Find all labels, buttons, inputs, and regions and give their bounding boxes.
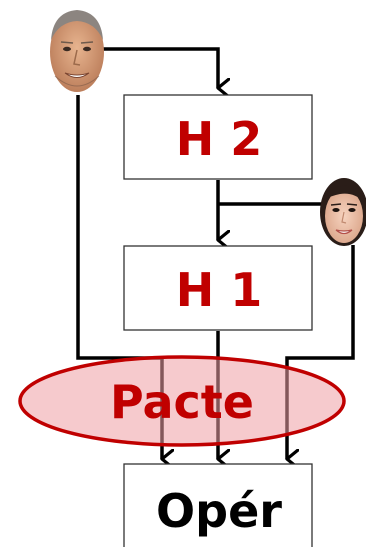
man-face-icon — [50, 10, 104, 92]
box-h1: H 1 — [123, 245, 313, 331]
box-oper-label: Opér — [156, 484, 282, 538]
box-h2: H 2 — [123, 94, 313, 180]
box-h1-label: H 1 — [176, 263, 263, 317]
pacte-ellipse: Pacte — [18, 355, 346, 447]
pacte-label: Pacte — [110, 375, 254, 429]
box-h2-label: H 2 — [176, 112, 263, 166]
box-oper: Opér — [123, 463, 313, 547]
woman-face-icon — [320, 178, 366, 246]
arrow-man-to-h2 — [103, 47, 218, 88]
